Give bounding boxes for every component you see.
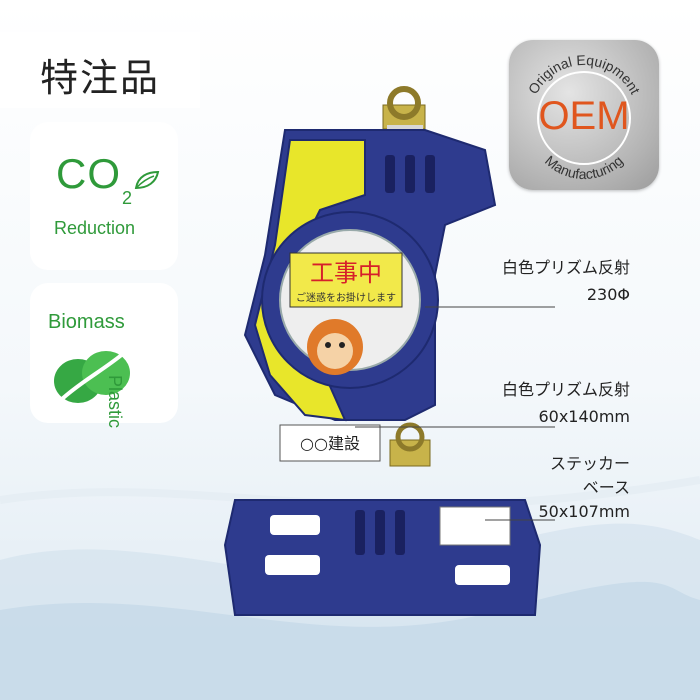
biomass-plastic-badge: Biomass Plastic [30, 283, 178, 428]
oem-badge: Original Equipment Manufacturing OEM [509, 40, 659, 190]
annotation-round-reflector: 白色プリズム反射 230Φ [501, 258, 630, 305]
sign-sticker [289, 252, 403, 308]
oem-center-text: OEM [538, 94, 630, 138]
title-background [0, 32, 200, 108]
co2-reduction-label: Reduction [54, 218, 136, 238]
biomass-label: Biomass [48, 311, 125, 333]
sticker-base [439, 506, 511, 546]
annotation-sticker-base: ステッカー ベース 50x107mm [538, 454, 630, 521]
co2-main-text: CO [56, 150, 121, 197]
biomass-leaf-icon [54, 351, 130, 403]
middle-clamp-icon [389, 422, 431, 467]
co2-reduction-badge: CO 2 Reduction [30, 122, 178, 270]
top-clamp-icon [382, 86, 426, 135]
plastic-label: Plastic [105, 375, 125, 429]
traffic-barrier-product: 工事中 ご迷惑をお掛けします ○○建設 [223, 86, 555, 616]
co2-subscript: 2 [122, 188, 133, 208]
svg-text:工事中: 工事中 [310, 259, 382, 287]
leaf-icon [134, 170, 160, 190]
svg-text:ご迷惑をお掛けします: ご迷惑をお掛けします [296, 291, 396, 304]
annotation-rect-reflector: 白色プリズム反射 60x140mm [501, 380, 630, 427]
name-plate [279, 424, 381, 462]
page-title: 特注品 [40, 56, 161, 100]
svg-text:○○建設: ○○建設 [300, 434, 360, 453]
oem-ring-text: Original Equipment Manufacturing [525, 52, 644, 182]
